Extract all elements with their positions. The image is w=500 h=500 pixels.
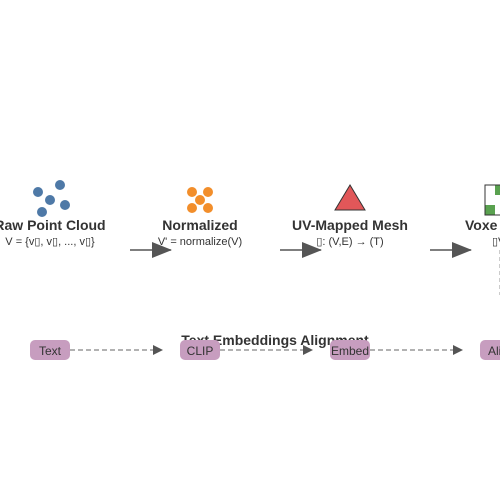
point-cloud-icon <box>33 180 70 217</box>
pill-text: Text <box>30 340 70 360</box>
stage-formula: ▯V <box>492 236 500 248</box>
stage-voxel: Voxe ▯V <box>465 184 500 295</box>
voxel-grid-icon <box>484 184 500 216</box>
pill-label: Text <box>39 344 62 358</box>
stage-normalized: Normalized V' = normalize(V) <box>158 187 242 248</box>
stage-formula: ▯: (V,E) → (T) <box>316 236 383 248</box>
pill-label: Embed <box>331 344 369 358</box>
pill-label: CLIP <box>187 344 214 358</box>
stage-formula: V' = normalize(V) <box>158 236 242 248</box>
stage-title: Voxe <box>465 217 498 233</box>
stage-title: Raw Point Cloud <box>0 217 106 233</box>
pill-clip: CLIP <box>180 340 220 360</box>
stage-title: Normalized <box>162 217 237 233</box>
normalized-points-icon <box>187 187 213 213</box>
triangle-mesh-icon <box>334 184 366 211</box>
stage-title: UV-Mapped Mesh <box>292 217 408 233</box>
pill-label: Ali <box>488 344 500 358</box>
stage-raw-point-cloud: Raw Point Cloud V = {v▯, v▯, ..., v▯} <box>0 180 106 248</box>
stage-formula: V = {v▯, v▯, ..., v▯} <box>5 236 95 248</box>
pill-align: Ali <box>480 340 500 360</box>
section-title: Text Embeddings Alignment <box>181 332 369 348</box>
text-embeddings-row: Text Embeddings Alignment Text CLIP Embe… <box>30 332 500 360</box>
stage-uv-mapped-mesh: UV-Mapped Mesh ▯: (V,E) → (T) <box>292 184 408 248</box>
pill-embed: Embed <box>330 340 370 360</box>
